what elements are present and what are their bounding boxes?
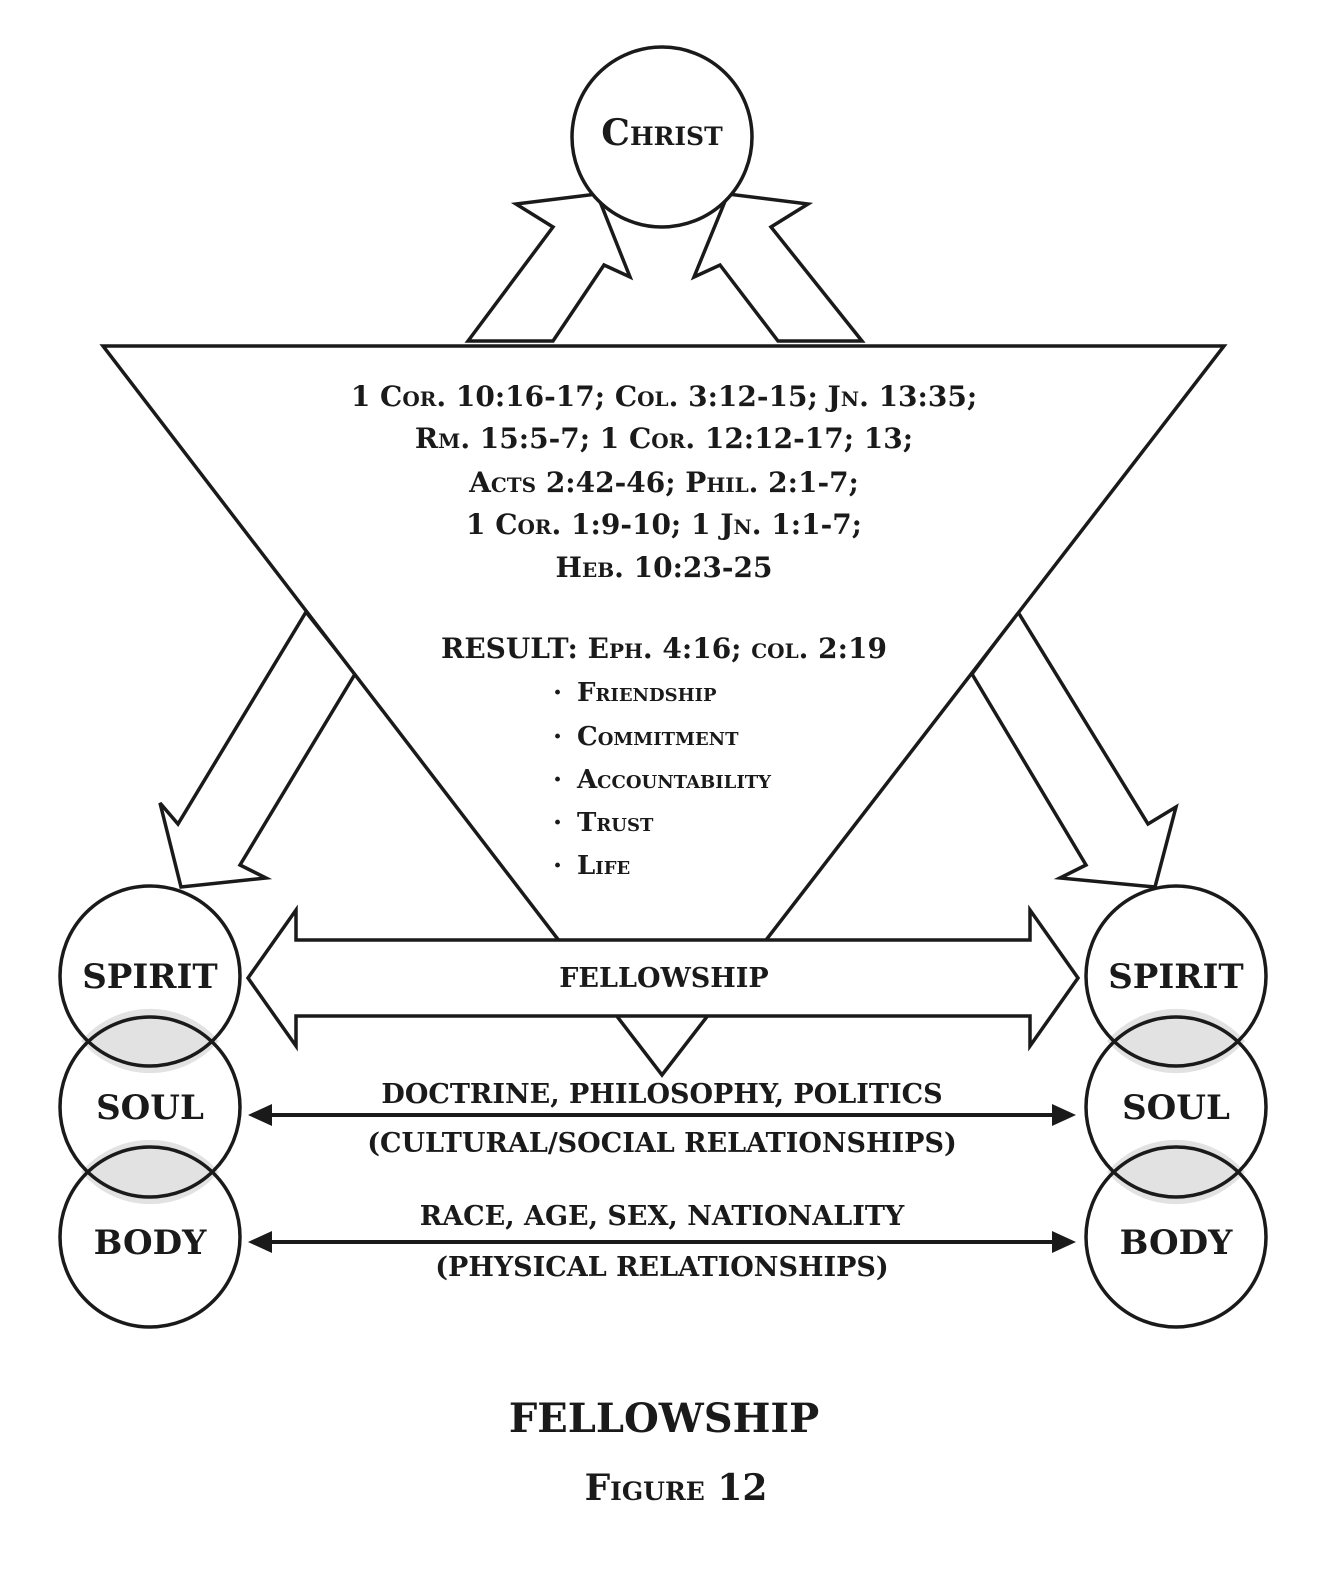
- fellowship-triangle: [99, 344, 1228, 1078]
- arrow-to-left-person: [158, 608, 358, 889]
- left-body-circle: [58, 1145, 242, 1329]
- scripture-line: Heb. 10:23-25: [556, 551, 773, 584]
- soul-relationship-arrow: [248, 1104, 1076, 1126]
- result-item: Friendship: [577, 678, 717, 708]
- christ-label: Christ: [601, 112, 723, 154]
- right-body-label: BODY: [1120, 1223, 1233, 1263]
- scripture-line: 1 Cor. 1:9-10; 1 Jn. 1:1-7;: [466, 508, 862, 541]
- scripture-line: Rm. 15:5-7; 1 Cor. 12:12-17; 13;: [415, 422, 913, 455]
- left-spirit-circle: [58, 884, 242, 1068]
- bullet-icon: ·: [553, 678, 562, 708]
- result-item: Trust: [577, 808, 654, 838]
- fellowship-arrow-label: FELLOWSHIP: [559, 963, 769, 994]
- body-relation-line1: RACE, AGE, SEX, NATIONALITY: [420, 1201, 905, 1232]
- arrow-to-christ-left: [464, 192, 634, 343]
- bullet-icon: ·: [553, 808, 562, 838]
- christ-circle: [570, 45, 754, 229]
- result-item: Accountability: [576, 765, 772, 795]
- soul-relation-line2: (CULTURAL/SOCIAL RELATIONSHIPS): [367, 1128, 957, 1159]
- arrow-to-christ-right: [690, 192, 866, 343]
- left-person: SPIRIT SOUL BODY: [58, 884, 242, 1329]
- right-person: SPIRIT SOUL BODY: [1084, 884, 1268, 1329]
- body-relation-line2: (PHYSICAL RELATIONSHIPS): [435, 1252, 888, 1283]
- body-arrow-right-head: [1052, 1231, 1076, 1253]
- bullet-icon: ·: [553, 722, 562, 752]
- left-soul-circle: [58, 1015, 242, 1199]
- right-spirit-label: SPIRIT: [1108, 957, 1244, 997]
- result-list: · Friendship · Commitment · Accountabili…: [553, 678, 772, 881]
- soul-arrow-left-head: [248, 1104, 272, 1126]
- right-body-circle: [1084, 1145, 1268, 1329]
- result-item: Commitment: [577, 722, 739, 752]
- result-heading: RESULT: Eph. 4:16; col. 2:19: [441, 632, 887, 665]
- soul-arrow-right-head: [1052, 1104, 1076, 1126]
- result-item: Life: [577, 851, 630, 881]
- right-soul-body-overlap: [1107, 1139, 1245, 1205]
- soul-relation-line1: DOCTRINE, PHILOSOPHY, POLITICS: [381, 1079, 942, 1110]
- body-arrow-left-head: [248, 1231, 272, 1253]
- right-soul-label: SOUL: [1122, 1088, 1230, 1128]
- scripture-line: Acts 2:42-46; Phil. 2:1-7;: [468, 466, 859, 499]
- bullet-icon: ·: [553, 765, 562, 795]
- left-body-label: BODY: [94, 1223, 207, 1263]
- body-relationship-arrow: [248, 1231, 1076, 1253]
- right-spirit-circle: [1084, 884, 1268, 1068]
- left-soul-label: SOUL: [96, 1088, 204, 1128]
- right-soul-circle: [1084, 1015, 1268, 1199]
- scripture-references: 1 Cor. 10:16-17; Col. 3:12-15; Jn. 13:35…: [351, 380, 977, 584]
- left-spirit-label: SPIRIT: [82, 957, 218, 997]
- fellowship-double-arrow: [245, 904, 1081, 1052]
- scripture-line: 1 Cor. 10:16-17; Col. 3:12-15; Jn. 13:35…: [351, 380, 977, 413]
- figure-title: FELLOWSHIP: [509, 1395, 819, 1442]
- left-soul-body-overlap: [81, 1139, 219, 1205]
- bullet-icon: ·: [553, 851, 562, 881]
- figure-number: Figure 12: [585, 1467, 768, 1509]
- arrow-to-right-person: [969, 608, 1179, 889]
